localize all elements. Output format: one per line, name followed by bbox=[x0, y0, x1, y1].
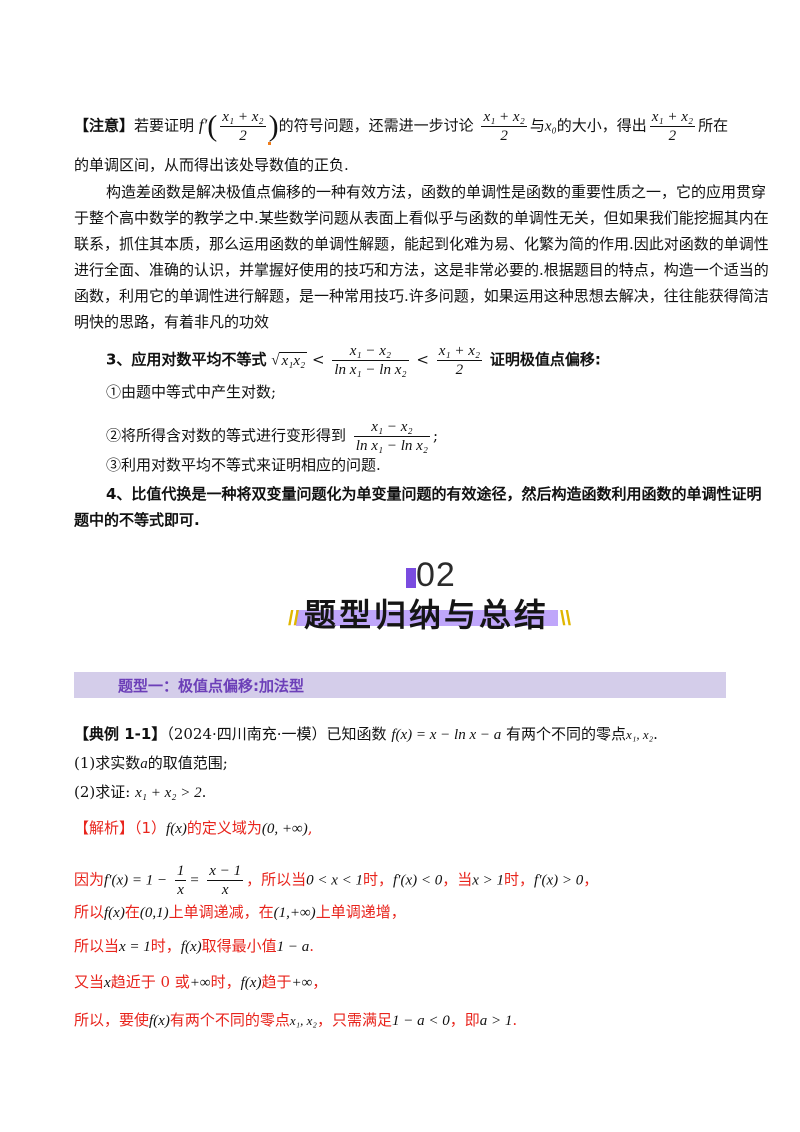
solution-line-6: 所以，要使f(x)有两个不同的零点x₁, x₂，只需满足1 − a < 0，即a… bbox=[74, 1011, 518, 1029]
section-title: 题型归纳与总结 bbox=[304, 596, 550, 634]
type-heading-bar bbox=[74, 672, 726, 698]
point3-step1: ①由题中等式中产生对数; bbox=[106, 383, 277, 401]
question-2: (2)求证: x₁ + x₂ > 2. bbox=[74, 783, 207, 801]
point4-line-1: 4、比值代换是一种将双变量问题化为单变量问题的有效途径，然后构造函数利用函数的单… bbox=[106, 485, 762, 503]
example-line: 【典例 1-1】（2024·四川南充·一模）已知函数 f(x) = x − ln… bbox=[74, 725, 658, 743]
paragraph-line-5: 函数，利用它的单调性进行解题，是一种常用技巧.许多问题，如果运用这种思想去解决，… bbox=[74, 287, 769, 305]
paragraph-line-3: 联系，抓住其本质，那么运用函数的单调性解题，能起到化难为易、化繁为简的作用.因此… bbox=[74, 235, 769, 253]
right-slash-icon: \\ bbox=[560, 608, 572, 630]
paragraph-line-4: 进行全面、准确的认识，并掌握好使用的技巧和方法，这是非常必要的.根据题目的特点，… bbox=[74, 261, 769, 279]
orange-dot bbox=[268, 142, 271, 145]
banner-accent-bar bbox=[406, 568, 416, 588]
question-1: (1)求实数a的取值范围; bbox=[74, 754, 228, 772]
solution-line-1: 【解析】（1）f(x)的定义域为(0, +∞), bbox=[74, 819, 313, 837]
section-number: 02 bbox=[416, 556, 456, 594]
paragraph-line-1: 构造差函数是解决极值点偏移的一种有效方法，函数的单调性是函数的重要性质之一，它的… bbox=[106, 183, 767, 201]
note-line-2: 的单调区间，从而得出该处导数值的正负. bbox=[74, 156, 349, 174]
point3-step3: ③利用对数平均不等式来证明相应的问题. bbox=[106, 456, 381, 474]
type-heading: 题型一：极值点偏移:加法型 bbox=[118, 677, 304, 695]
solution-line-5: 又当x趋近于 0 或+∞时，f(x)趋于+∞， bbox=[74, 973, 328, 991]
left-slash-icon: // bbox=[288, 608, 300, 630]
solution-line-3: 所以f(x)在(0,1)上单调递减，在(1,+∞)上单调递增， bbox=[74, 903, 406, 921]
note-label: 【注意】 bbox=[74, 116, 135, 135]
paragraph-line-6: 明快的思路，有着非凡的功效 bbox=[74, 313, 270, 331]
solution-line-4: 所以当x = 1时，f(x)取得最小值1 − a. bbox=[74, 937, 315, 955]
title-highlight-band bbox=[296, 610, 558, 626]
example-label: 【典例 1-1】 bbox=[74, 725, 167, 743]
paragraph-line-2: 于整个高中数学的教学之中.某些数学问题从表面上看似乎与函数的单调性无关，但如果我… bbox=[74, 209, 769, 227]
point4-line-2: 题中的不等式即可. bbox=[74, 511, 200, 529]
